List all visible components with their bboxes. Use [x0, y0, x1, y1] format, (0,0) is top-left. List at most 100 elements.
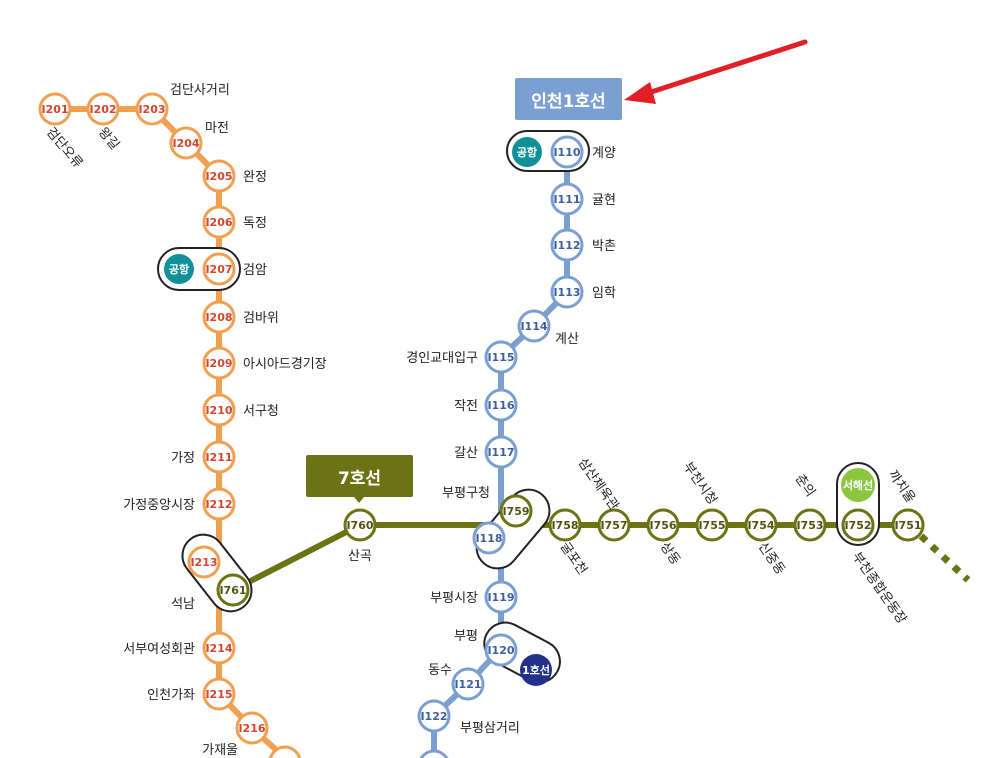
station-code: I212 — [205, 498, 232, 511]
station-code: I111 — [553, 193, 580, 206]
station-i111[interactable]: I111 — [550, 182, 584, 216]
station-code: I112 — [553, 239, 580, 252]
station-name-gajaeul: 가재울 — [202, 743, 238, 758]
station-name-bakchon: 박촌 — [592, 239, 616, 254]
station-name-geomam: 검암 — [243, 263, 267, 278]
airport-badge-geomam[interactable]: 공항 — [164, 254, 194, 284]
station-name-bupyeong: 부평 — [454, 629, 478, 644]
station-code: I758 — [551, 519, 578, 532]
station-i117[interactable]: I117 — [484, 435, 518, 469]
station-i120[interactable]: I120 — [484, 633, 518, 667]
korail1-badge-label: 1호선 — [522, 663, 550, 677]
station-i112[interactable]: I112 — [550, 228, 584, 262]
station-code: I757 — [600, 519, 627, 532]
station-code: I204 — [172, 137, 199, 150]
line1-name-tag: 인천1호선 — [515, 78, 622, 120]
station-name-gulpocheon: 굴포천 — [557, 540, 590, 578]
station-i204[interactable]: I204 — [169, 126, 203, 160]
station-i208[interactable]: I208 — [202, 300, 236, 334]
station-code: I755 — [698, 519, 725, 532]
station-code: I754 — [747, 519, 774, 532]
station-i754[interactable]: I754 — [744, 508, 778, 542]
station-name-galsan: 갈산 — [454, 446, 478, 461]
line1-stations: I110 I111 I112 I113 I114 I115 I116 I117 … — [417, 135, 584, 758]
station-i752[interactable]: I752 — [841, 508, 875, 542]
line7-tag-pointer — [354, 497, 364, 503]
station-i121[interactable]: I121 — [451, 667, 485, 701]
station-partial — [268, 745, 302, 758]
station-name-dongsu: 동수 — [428, 663, 452, 678]
station-i119[interactable]: I119 — [484, 580, 518, 614]
station-i110[interactable]: I110 — [550, 135, 584, 169]
station-code: I761 — [219, 584, 246, 597]
line7-extension — [918, 533, 971, 583]
station-i201[interactable]: I201 — [38, 92, 72, 126]
station-name-sangdong: 상동 — [657, 540, 683, 568]
station-name-gyeyang: 계양 — [592, 146, 616, 161]
station-code: I205 — [205, 170, 232, 183]
station-i115[interactable]: I115 — [484, 340, 518, 374]
station-i761[interactable]: I761 — [216, 573, 250, 607]
station-i757[interactable]: I757 — [597, 508, 631, 542]
station-i210[interactable]: I210 — [202, 393, 236, 427]
station-i213[interactable]: I213 — [187, 545, 221, 579]
station-name-gajeong: 가정 — [171, 451, 195, 466]
station-i202[interactable]: I202 — [86, 92, 120, 126]
station-code: I206 — [205, 216, 232, 229]
station-name-gyeongin-edu: 경인교대입구 — [406, 351, 478, 366]
airport-badge-geyang[interactable]: 공항 — [512, 137, 542, 167]
station-code: I113 — [553, 286, 580, 299]
station-i216[interactable]: I216 — [235, 711, 269, 745]
station-code: I121 — [454, 678, 481, 691]
station-i214[interactable]: I214 — [202, 631, 236, 665]
station-code: I116 — [487, 399, 514, 412]
station-code: I202 — [89, 103, 116, 116]
seohae-badge-label: 서해선 — [843, 478, 873, 492]
station-i753[interactable]: I753 — [793, 508, 827, 542]
station-name-dokjeong: 독정 — [243, 216, 267, 231]
station-i755[interactable]: I755 — [695, 508, 729, 542]
station-code: I753 — [796, 519, 823, 532]
station-i756[interactable]: I756 — [646, 508, 680, 542]
station-i122[interactable]: I122 — [417, 699, 451, 733]
station-name-asiad: 아시아드경기장 — [243, 357, 327, 372]
station-name-bucheon-stadium: 부천종합운동장 — [849, 550, 909, 627]
station-i215[interactable]: I215 — [202, 677, 236, 711]
station-i203[interactable]: I203 — [135, 92, 169, 126]
station-i114[interactable]: I114 — [517, 309, 551, 343]
station-name-geomdan-sageori: 검단사거리 — [170, 83, 230, 98]
station-i759[interactable]: I759 — [499, 494, 533, 528]
station-code: I215 — [205, 688, 232, 701]
line7-stations: I761 I760 I759 I758 I757 I756 I755 I754 … — [216, 494, 925, 607]
station-name-chunui: 춘의 — [792, 472, 818, 500]
station-code: I110 — [553, 146, 580, 159]
airport-badge-label: 공항 — [517, 145, 537, 159]
station-i212[interactable]: I212 — [202, 487, 236, 521]
station-name-sangok: 산곡 — [348, 549, 372, 564]
pointer-arrow — [624, 39, 808, 104]
station-i207[interactable]: I207 — [202, 252, 236, 286]
station-i113[interactable]: I113 — [550, 275, 584, 309]
station-i206[interactable]: I206 — [202, 205, 236, 239]
korail1-badge[interactable]: 1호선 — [520, 654, 552, 686]
station-name-bucheon-cityhall: 부천시청 — [680, 460, 720, 508]
station-i758[interactable]: I758 — [548, 508, 582, 542]
station-i751[interactable]: I751 — [891, 508, 925, 542]
station-code: I760 — [346, 519, 373, 532]
station-code: I122 — [420, 710, 447, 723]
station-code: I119 — [487, 591, 514, 604]
station-code: I214 — [205, 642, 232, 655]
station-code: I216 — [238, 722, 265, 735]
station-code: I751 — [894, 519, 921, 532]
station-i205[interactable]: I205 — [202, 159, 236, 193]
station-name-gyulhyeon: 귤현 — [592, 193, 616, 208]
station-i209[interactable]: I209 — [202, 346, 236, 380]
station-code: I207 — [205, 263, 232, 276]
station-code: I117 — [487, 446, 514, 459]
station-name-wanjeong: 완정 — [243, 170, 267, 185]
station-i116[interactable]: I116 — [484, 388, 518, 422]
station-i118[interactable]: I118 — [472, 521, 506, 555]
seohae-badge[interactable]: 서해선 — [841, 468, 875, 502]
station-i760[interactable]: I760 — [343, 508, 377, 542]
station-i211[interactable]: I211 — [202, 440, 236, 474]
